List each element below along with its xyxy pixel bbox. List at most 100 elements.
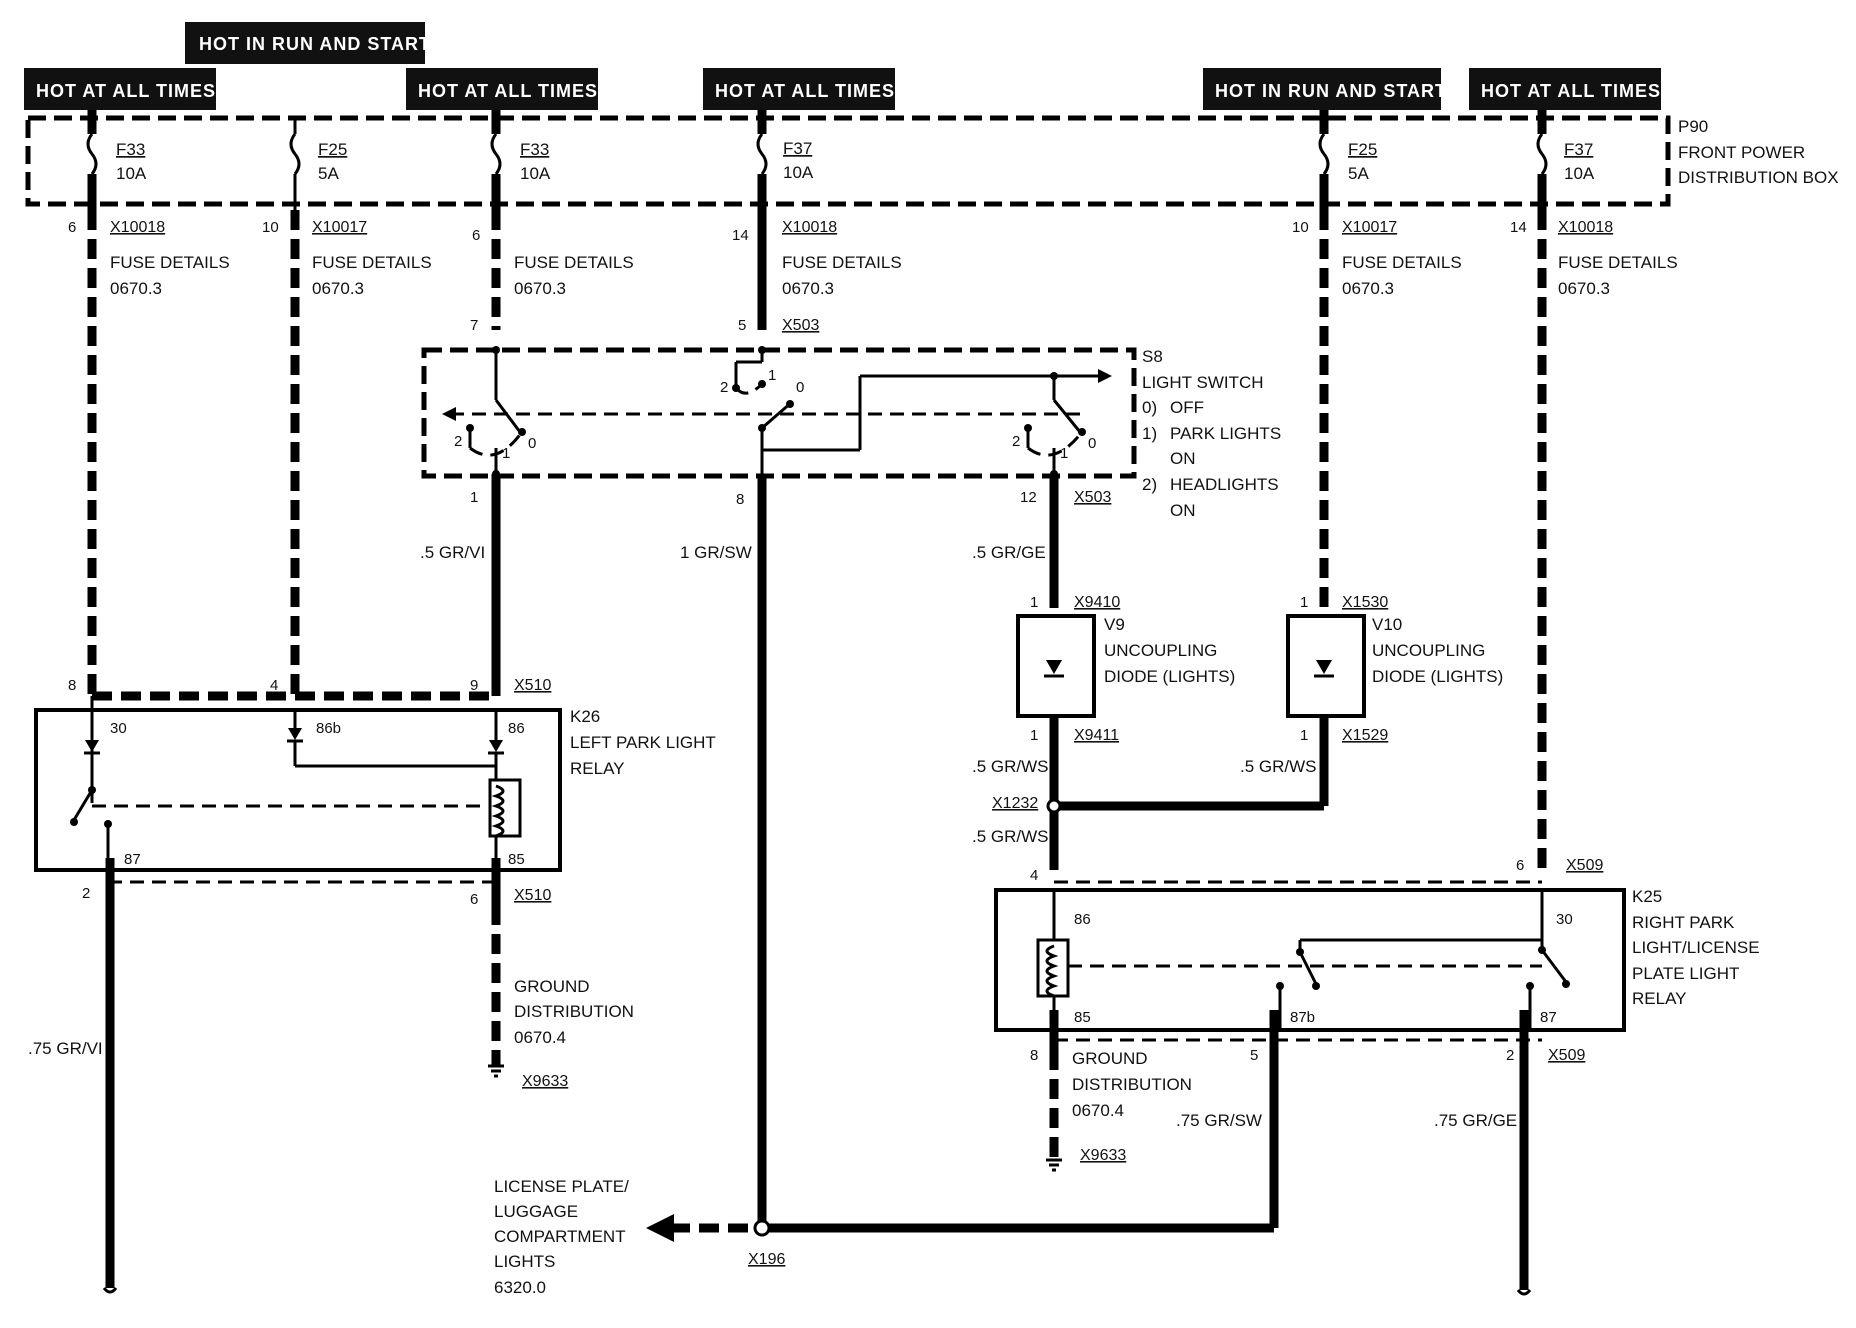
svg-text:10A: 10A [1564,164,1595,183]
svg-text:COMPARTMENT: COMPARTMENT [494,1227,626,1246]
k25-id: K25 [1632,887,1662,906]
svg-text:DISTRIBUTION: DISTRIBUTION [1072,1075,1192,1094]
svg-text:10: 10 [262,219,279,236]
light-switch-pin-1: 1 [470,489,478,506]
fuse-output-4: 14 X10018 FUSE DETAILS 0670.3 [732,219,902,298]
svg-text:0670.3: 0670.3 [514,279,566,298]
svg-text:87b: 87b [1290,1009,1315,1026]
svg-text:30: 30 [1556,911,1573,928]
k26-pin-2: 2 [82,885,90,902]
header-hot-run-start-top: HOT IN RUN AND START [185,22,430,64]
svg-text:0670.3: 0670.3 [110,279,162,298]
svg-text:1: 1 [1030,727,1038,744]
ground-2: GROUND DISTRIBUTION 0670.4 X9633 [1046,1049,1192,1172]
k26-connector-top: X510 [514,677,551,694]
fuse-output-1: 6 X10018 FUSE DETAILS 0670.3 [68,219,230,298]
distribution-box-name-1: FRONT POWER [1678,143,1805,162]
svg-text:F33: F33 [520,140,549,159]
k26-connector-bottom: X510 [514,887,551,904]
wire-label-gr-sw: 1 GR/SW [680,543,752,562]
svg-text:F25: F25 [318,140,347,159]
svg-text:F33: F33 [116,140,145,159]
svg-text:LIGHTS: LIGHTS [494,1252,555,1271]
light-switch-pin-12: 12 [1020,489,1037,506]
k25-name-3: PLATE LIGHT [1632,964,1739,983]
svg-text:0670.3: 0670.3 [1558,279,1610,298]
svg-text:2: 2 [1012,433,1020,450]
svg-text:1: 1 [1060,445,1068,462]
fuse-3: F33 10A [490,110,551,210]
k26-name-2: RELAY [570,759,625,778]
fuse-4: F37 10A [756,110,814,210]
k26-pin-8: 8 [68,677,76,694]
diode-v9: 1 X9410 V9 UNCOUPLING DIODE (LIGHTS) 1 X… [1016,594,1235,744]
k25-name-1: RIGHT PARK [1632,913,1735,932]
k25-connector-bottom: X509 [1548,1047,1585,1064]
svg-text:FUSE DETAILS: FUSE DETAILS [312,253,432,272]
svg-text:GROUND: GROUND [514,977,590,996]
svg-text:X1529: X1529 [1342,727,1388,744]
fuse-5: F25 5A [1318,110,1377,210]
svg-text:0670.3: 0670.3 [782,279,834,298]
power-distribution-box [25,115,1671,207]
k25-name-4: RELAY [1632,989,1687,1008]
fuse-6: F37 10A [1536,110,1595,210]
svg-text:30: 30 [110,720,127,737]
svg-text:X9410: X9410 [1074,594,1120,611]
k26-pin-9: 9 [470,677,478,694]
svg-text:X1530: X1530 [1342,594,1388,611]
svg-text:2: 2 [454,433,462,450]
fuse-output-2: 10 X10017 FUSE DETAILS 0670.3 [262,219,432,298]
fuse-output-5: 10 X10017 FUSE DETAILS 0670.3 [1292,219,1462,298]
splice-x1232-dot [1046,798,1062,814]
light-switch-connector-bottom: X503 [1074,489,1111,506]
header-hot-all-times-2: HOT AT ALL TIMES [406,68,598,110]
light-switch: 2 1 0 2 1 0 2 1 0 [421,346,1137,479]
svg-text:X9633: X9633 [522,1073,568,1090]
wire-label-75-gr-vi: .75 GR/VI [28,1039,103,1058]
svg-text:FUSE DETAILS: FUSE DETAILS [1342,253,1462,272]
svg-text:5A: 5A [318,164,339,183]
svg-text:0670.3: 0670.3 [1342,279,1394,298]
k26-name-1: LEFT PARK LIGHT [570,733,716,752]
header-hot-run-start-2: HOT IN RUN AND START [1203,68,1446,110]
right-park-light-relay: 86 30 85 87b 87 [994,880,1626,1032]
svg-text:GROUND: GROUND [1072,1049,1148,1068]
svg-text:87: 87 [1540,1009,1557,1026]
light-switch-pos0-num: 0) [1142,398,1157,417]
light-switch-pos1-num: 1) [1142,424,1157,443]
svg-text:6320.0: 6320.0 [494,1278,546,1297]
k25-name-2: LIGHT/LICENSE [1632,938,1760,957]
svg-text:FUSE DETAILS: FUSE DETAILS [110,253,230,272]
svg-text:85: 85 [1074,1009,1091,1026]
light-switch-pos0: OFF [1170,398,1204,417]
svg-text:FUSE DETAILS: FUSE DETAILS [514,253,634,272]
header-hot-all-times-1: HOT AT ALL TIMES [24,68,216,110]
svg-text:HOT AT ALL TIMES: HOT AT ALL TIMES [1481,81,1661,101]
svg-text:X10017: X10017 [312,219,367,236]
light-switch-pin-7: 7 [470,317,478,334]
svg-text:FUSE DETAILS: FUSE DETAILS [782,253,902,272]
svg-text:F37: F37 [1564,140,1593,159]
svg-text:1: 1 [1300,594,1308,611]
svg-text:V9: V9 [1104,615,1125,634]
light-switch-connector-top: X503 [782,317,819,334]
svg-text:DISTRIBUTION: DISTRIBUTION [514,1002,634,1021]
svg-text:HOT AT ALL TIMES: HOT AT ALL TIMES [715,81,895,101]
svg-text:V10: V10 [1372,615,1402,634]
wire-label-gr-ge: .5 GR/GE [972,543,1046,562]
distribution-box-name-2: DISTRIBUTION BOX [1678,168,1839,187]
k26-pin-6: 6 [470,891,478,908]
svg-text:86b: 86b [316,720,341,737]
k25-pin-5: 5 [1250,1047,1258,1064]
svg-text:1: 1 [1030,594,1038,611]
fuse-output-6: 14 X10018 FUSE DETAILS 0670.3 [1510,219,1678,298]
light-switch-pin-5: 5 [738,317,746,334]
svg-text:UNCOUPLING: UNCOUPLING [1104,641,1217,660]
wiring [87,210,1547,1296]
svg-text:2: 2 [720,379,728,396]
wire-label-75-gr-sw: .75 GR/SW [1176,1111,1262,1130]
svg-text:6: 6 [472,227,480,244]
fuse-2: F25 5A [289,118,347,210]
k25-connector-top: X509 [1566,857,1603,874]
